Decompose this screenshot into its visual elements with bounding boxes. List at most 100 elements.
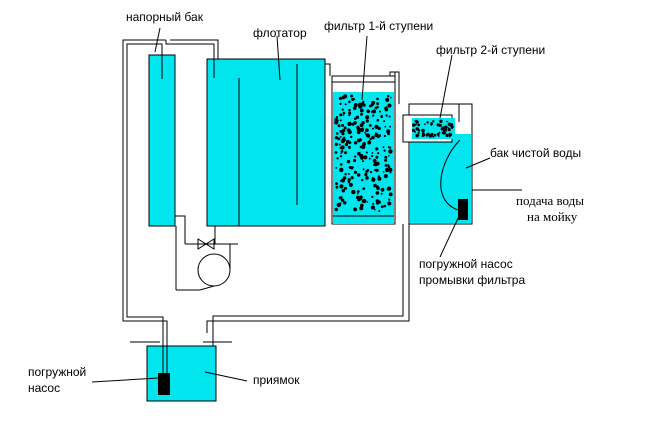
flush-pump-hose bbox=[440, 139, 461, 211]
filter-media-grain bbox=[374, 168, 377, 172]
filter-media-grain bbox=[342, 111, 346, 115]
filter-media-grain bbox=[337, 124, 341, 128]
filter-media-grain bbox=[422, 133, 425, 137]
filter-media-grain bbox=[360, 112, 363, 116]
filter-media-grain bbox=[383, 134, 386, 138]
filter-media-grain bbox=[414, 123, 417, 126]
filter-media-grain bbox=[349, 166, 352, 169]
circulation-pump bbox=[197, 253, 231, 287]
pump-inlet-pipe bbox=[176, 285, 215, 291]
filter-media-grain bbox=[372, 164, 375, 166]
filter-media-grain bbox=[371, 177, 376, 182]
filter-media-grain bbox=[353, 170, 358, 174]
filter-media-grain bbox=[343, 136, 346, 139]
filter-media-grain bbox=[426, 121, 429, 124]
filter-media-grain bbox=[339, 113, 343, 117]
filter-media-grain bbox=[339, 146, 343, 150]
filter-media-grain bbox=[341, 108, 344, 111]
filter-media-grain bbox=[336, 187, 338, 189]
filter-media-grain bbox=[365, 176, 369, 180]
submersible-pump bbox=[158, 373, 170, 395]
filter-media-grain bbox=[338, 96, 343, 100]
filter-media-grain bbox=[387, 146, 390, 149]
filter-media-grain bbox=[354, 155, 357, 158]
filter-media-grain bbox=[383, 204, 387, 208]
filter-media-grain bbox=[362, 168, 365, 171]
filter-media-grain bbox=[442, 126, 445, 129]
filter-media-grain bbox=[436, 132, 440, 136]
filter-media-grain bbox=[348, 182, 353, 187]
filter-media-grain bbox=[388, 192, 393, 197]
filter-media-grain bbox=[369, 170, 373, 174]
filter-media-grain bbox=[388, 154, 390, 157]
filter-media-grain bbox=[352, 106, 357, 110]
pipe-pressure-tank-to-flotator-outer bbox=[170, 39, 219, 59]
filter-media-grain bbox=[348, 100, 351, 104]
filter-media-grain bbox=[384, 125, 387, 128]
filter-media-grain bbox=[363, 155, 368, 160]
filter-media-grain bbox=[364, 131, 366, 134]
filter-media-grain bbox=[342, 128, 346, 133]
filter-media-grain bbox=[371, 135, 375, 140]
filter-media-grain bbox=[372, 114, 375, 117]
filter-media-grain bbox=[350, 135, 353, 139]
filter-media-grain bbox=[451, 127, 454, 130]
label-flotator: флотатор bbox=[253, 26, 307, 40]
filter-media-grain bbox=[347, 172, 350, 175]
filter-media-grain bbox=[372, 127, 374, 130]
filter-media-grain bbox=[365, 151, 368, 154]
filter-media-grain bbox=[447, 128, 451, 132]
flotator-tank bbox=[206, 58, 326, 227]
filter-media-grain bbox=[354, 117, 357, 120]
filter-media-grain bbox=[361, 178, 364, 182]
filter-media-grain bbox=[366, 169, 370, 172]
leader-sump-pit bbox=[204, 371, 248, 382]
filter-media-grain bbox=[360, 156, 364, 160]
filter-media-grain bbox=[447, 122, 451, 126]
filter-media-grain bbox=[348, 114, 351, 117]
filter-media-grain bbox=[385, 106, 388, 109]
filter-media-grain bbox=[432, 120, 435, 123]
leader-filter2 bbox=[439, 54, 453, 119]
filter-media-grain bbox=[424, 123, 426, 126]
filter-media-grain bbox=[421, 128, 425, 133]
filter-media-grain bbox=[415, 120, 419, 124]
label-filter-stage2: фильтр 2-й ступени bbox=[436, 43, 545, 57]
filter-media-grain bbox=[374, 208, 376, 211]
pipe-sump-to-pressure-tank bbox=[126, 43, 164, 373]
filter-media-grain bbox=[417, 134, 420, 137]
filter-media-grain bbox=[372, 109, 376, 114]
label-water-supply-line1: подача воды bbox=[516, 193, 584, 208]
filter-media-grain bbox=[387, 95, 390, 98]
filter-media-grain bbox=[372, 158, 377, 163]
filter-media-grain bbox=[448, 135, 451, 138]
filter-media-grain bbox=[370, 205, 375, 210]
pressure-tank bbox=[148, 54, 176, 227]
filter-media-grain bbox=[433, 133, 437, 137]
filter-media-grain bbox=[362, 187, 366, 191]
filter-media-grain bbox=[365, 133, 370, 138]
filter-media-grain bbox=[347, 140, 350, 142]
filter-media-grain bbox=[383, 120, 386, 123]
pipe-pressure-tank-bottom bbox=[175, 215, 186, 244]
filter-media-grain bbox=[444, 125, 448, 129]
filter-media-grain bbox=[443, 128, 448, 132]
filter-media-grain bbox=[390, 96, 392, 99]
filter-media-grain bbox=[350, 94, 353, 98]
filter-media-grain bbox=[378, 134, 382, 137]
filter-media-grain bbox=[348, 108, 351, 112]
filter-media-grain bbox=[368, 124, 372, 127]
filter-media-grain bbox=[350, 176, 354, 180]
leader-pressure-tank bbox=[154, 27, 161, 53]
filter-media-grain bbox=[389, 125, 391, 128]
filter-media-grain bbox=[359, 108, 364, 113]
filter-media-grain bbox=[351, 122, 355, 126]
sump-pit bbox=[146, 345, 217, 402]
filter-media-grain bbox=[369, 137, 372, 141]
filter-media-grain bbox=[446, 120, 448, 123]
filter-media-grain bbox=[428, 134, 432, 138]
filter-media-grain bbox=[378, 210, 381, 212]
filter-media-grain bbox=[351, 189, 356, 195]
filter-media-grain bbox=[336, 119, 339, 122]
leader-flush-pump bbox=[439, 213, 461, 258]
